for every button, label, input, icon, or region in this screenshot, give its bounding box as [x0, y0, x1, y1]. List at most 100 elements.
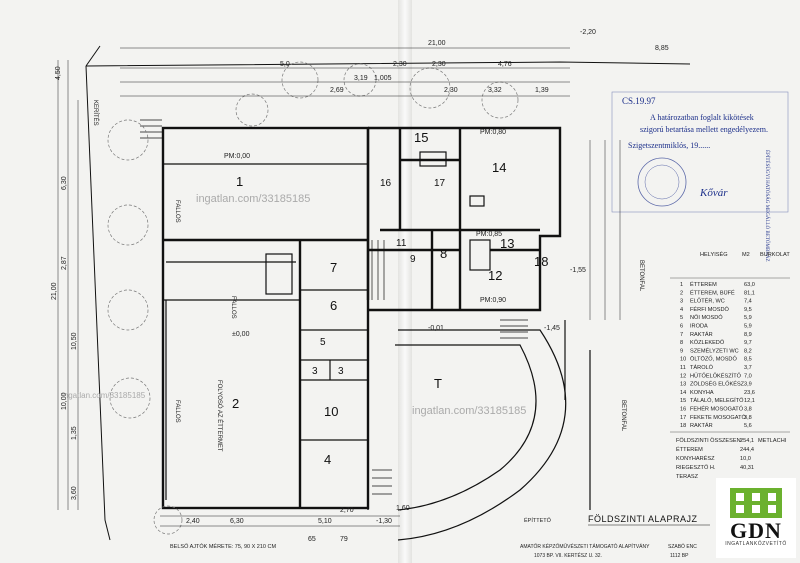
paper-fold	[398, 0, 412, 563]
table-row-number: 11	[680, 365, 686, 371]
wall-label-e: BETONFAL	[638, 260, 644, 292]
building-outline	[161, 126, 370, 510]
designer-name: SZABÓ ENC	[668, 543, 697, 550]
svg-text:ÉPÍTÉSÜGYI HATÓSÁG MEGÁLLÓ BET: ÉPÍTÉSÜGYI HATÓSÁG MEGÁLLÓ BETÖMBHÁZ	[764, 150, 770, 262]
table-row-number: 15	[680, 398, 686, 404]
table-row-area: 8,5	[744, 357, 752, 363]
table-total-label: FÖLDSZINTI ÖSSZESEN:	[676, 437, 743, 444]
room-11: 11	[396, 238, 407, 249]
table-row-number: 2	[680, 290, 683, 296]
table-row-room: FEKETE MOSOGATÓ	[690, 414, 746, 421]
room-1: 1	[236, 174, 243, 189]
dim-bottom-f: 65	[308, 536, 316, 543]
table-row-area: 7,4	[744, 299, 752, 305]
pm-label-a: PM:0,00	[224, 153, 250, 160]
table-total-area: 40,31	[740, 465, 754, 471]
door-size-note: BELSŐ AJTÓK MÉRETE: 75, 90 X 210 CM	[170, 543, 276, 550]
client-name: AMATŐR KÉPZŐMŰVÉSZETI TÁMOGATÓ ALAPÍTVÁN…	[520, 543, 650, 550]
table-row-room: TÁROLÓ	[690, 364, 714, 371]
room-9: 9	[410, 254, 416, 265]
table-row-area: 8,2	[744, 348, 752, 354]
room-8: 8	[440, 246, 447, 261]
table-total-label: TERASZ	[676, 474, 699, 480]
site-boundary	[85, 61, 691, 67]
svg-text:Szigetszentmiklós, 19......: Szigetszentmiklós, 19......	[628, 141, 710, 150]
table-row-area: 3,9	[744, 382, 752, 388]
table-total-label: RIEGESZTŐ H.	[676, 464, 716, 471]
table-row-area: 81,1	[744, 290, 755, 296]
table-row-room: ÉTTEREM	[690, 281, 717, 288]
table-total-area: 10,0	[740, 456, 751, 462]
table-row-room: TÁLALÓ, MELEGÍTŐ	[690, 397, 744, 404]
table-row-room: RAKTÁR	[690, 422, 713, 429]
table-row-area: 3,8	[744, 415, 752, 421]
table-row-number: 17	[680, 415, 686, 421]
table-row-room: KÖZLEKEDŐ	[690, 339, 725, 346]
table-row-area: 9,5	[744, 307, 752, 313]
approval-stamp: A határozatban foglalt kikötések szigorú…	[611, 91, 789, 262]
table-row-number: 18	[680, 423, 686, 429]
table-row-room: IRODA	[690, 324, 708, 330]
svg-text:Kővár: Kővár	[699, 187, 728, 199]
dim-bottom-b: 5,10	[318, 518, 332, 525]
table-total-label: KONYHARÉSZ	[676, 455, 715, 462]
room-10a: 10	[324, 404, 338, 419]
client-heading: ÉPÍTTETŐ	[524, 517, 552, 524]
table-row-room: RAKTÁR	[690, 331, 713, 338]
watermark-b: ingatlan.com/33185185	[412, 405, 526, 417]
dim-top-f: 5,0	[280, 61, 290, 68]
table-row-room: NŐI MOSDÓ	[690, 314, 723, 321]
designer-address: 1112 BP	[670, 553, 689, 559]
wall-label-f: KERÍTÉS	[92, 100, 99, 126]
pm-label-g: -1,45	[544, 325, 560, 332]
dim-left-g: 1,35	[71, 426, 78, 440]
tree-symbols	[107, 61, 519, 535]
pm-label-f: -0,01	[428, 325, 444, 332]
terrace-outline	[395, 320, 591, 541]
dim-top-g: 2,69	[330, 87, 344, 94]
table-row-number: 16	[680, 407, 686, 413]
table-total-area: 244,4	[740, 447, 754, 453]
table-row-number: 8	[680, 340, 683, 346]
pm-label-b: PM:0,80	[480, 129, 506, 136]
pm-label-h: -1,55	[570, 267, 586, 274]
dim-bottom-g: 79	[340, 536, 348, 543]
table-total-floor: METLACHI	[758, 438, 787, 444]
table-row-room: KONYHA	[690, 390, 714, 396]
room-2: 2	[232, 396, 239, 411]
dim-top-d: 3,32	[488, 87, 502, 94]
svg-text:szigorú betartása mellett enge: szigorú betartása mellett engedélyezem.	[640, 125, 768, 134]
dim-bottom-c: 2,40	[186, 518, 200, 525]
watermark-c: ingatlan.com/33185185	[62, 391, 146, 400]
table-row-area: 3,7	[744, 365, 752, 371]
table-row-number: 4	[680, 307, 683, 313]
room-15: 15	[414, 130, 428, 145]
dim-left-h: 3,60	[71, 486, 78, 500]
table-row-number: 1	[680, 282, 683, 288]
table-row-area: 3,8	[744, 407, 752, 413]
dim-top-level: -2,20	[580, 29, 596, 36]
room-14: 14	[492, 160, 506, 175]
table-header-area: M2	[742, 252, 750, 258]
table-row-area: 12,1	[744, 398, 755, 404]
table-row-room: ZÖLDSÉG ELŐKÉSZ.	[690, 381, 746, 388]
boundary-marker	[85, 45, 101, 67]
dim-top-c: 2,30	[432, 61, 446, 68]
wall-label-a: FALLOS	[174, 200, 180, 223]
table-row-room: ÉTTEREM, BÜFÉ	[690, 289, 735, 296]
table-row-number: 12	[680, 373, 686, 379]
dim-left-f: 10,00	[61, 392, 68, 410]
table-row-area: 5,6	[744, 423, 752, 429]
table-row-number: 13	[680, 382, 686, 388]
table-header-floor: BURKOLAT	[760, 252, 790, 258]
table-row-room: ELŐTÉR, WC	[690, 298, 725, 305]
table-row-area: 9,7	[744, 340, 752, 346]
site-boundary-left	[85, 65, 111, 541]
table-row-area: 7,0	[744, 373, 752, 379]
table-row-room: HŰTŐELŐKÉSZÍTŐ	[690, 372, 742, 379]
dim-top-a: 4,76	[498, 61, 512, 68]
table-row-number: 3	[680, 299, 683, 305]
client-address: 1073 BP. VII. KERTÉSZ U. 32.	[534, 552, 602, 559]
